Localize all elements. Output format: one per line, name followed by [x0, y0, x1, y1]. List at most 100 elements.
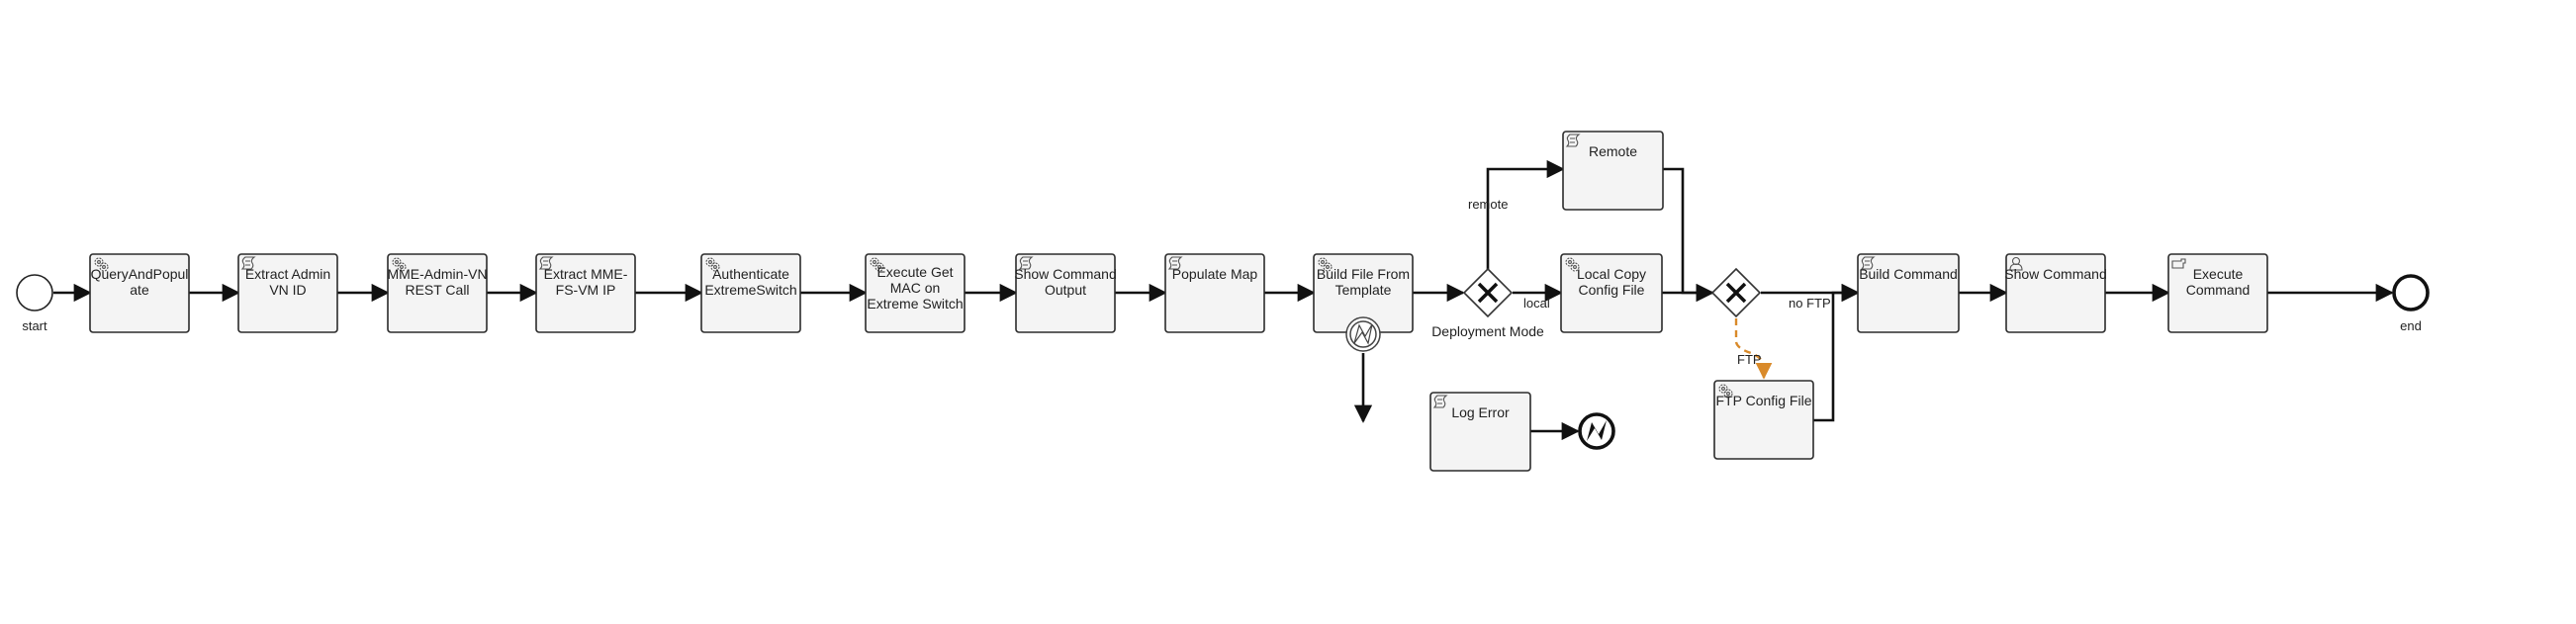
task-box	[1560, 253, 1663, 333]
script-task-icon	[1860, 256, 1876, 270]
exclusive-x-icon	[1477, 282, 1499, 304]
task-box	[700, 253, 801, 333]
task-label-line: Build File From	[1317, 266, 1410, 282]
service-task-icon	[1318, 257, 1333, 272]
task-box	[1015, 253, 1116, 333]
task-log-error[interactable]: Log Error	[1429, 392, 1531, 472]
start-event-circle	[16, 274, 53, 312]
task-box	[2167, 253, 2268, 333]
task-box	[387, 253, 488, 333]
service-task-icon	[1565, 257, 1580, 272]
user-task-icon	[2009, 256, 2023, 271]
exclusive-x-icon	[1725, 282, 1747, 304]
task-extract-mme-fs-vm-ip[interactable]: Extract MME-FS-VM IP	[535, 253, 636, 333]
end-event-label: end	[2400, 318, 2422, 333]
task-label-line: Extract Admin	[245, 266, 330, 282]
service-task-icon	[392, 257, 407, 272]
boundary-error-event[interactable]	[1345, 316, 1381, 352]
script-task-icon	[240, 256, 256, 270]
flow-gateway-to-remote[interactable]	[1486, 159, 1565, 269]
task-box	[237, 253, 338, 333]
task-label-line: Output	[1045, 282, 1086, 298]
error-end-event[interactable]	[1578, 412, 1615, 450]
task-box	[89, 253, 190, 333]
task-label-line: Execute	[2193, 266, 2244, 282]
end-event-circle	[2392, 274, 2430, 312]
task-label-line: Log Error	[1451, 404, 1510, 420]
start-event[interactable]	[16, 274, 53, 312]
script-task-icon	[1565, 134, 1581, 147]
task-label-line: Template	[1335, 282, 1392, 298]
manual-task-icon	[2171, 258, 2186, 269]
service-task-icon	[870, 257, 884, 272]
service-task-icon	[705, 257, 720, 272]
end-event[interactable]	[2392, 274, 2430, 312]
sequence-flows	[53, 159, 2394, 441]
task-label-line: Execute Get	[876, 264, 953, 280]
task-label-line: VN ID	[269, 282, 306, 298]
flow-label-no-ftp: no FTP	[1789, 296, 1831, 311]
task-box	[1857, 253, 1960, 333]
service-task-icon	[94, 257, 109, 272]
task-label-line: FS-VM IP	[556, 282, 616, 298]
task-label-line: Build Command	[1859, 266, 1958, 282]
task-box	[1429, 392, 1531, 472]
script-task-icon	[538, 256, 554, 270]
task-label-line: Show Command	[1014, 266, 1117, 282]
gateway-deployment-mode[interactable]	[1462, 267, 1514, 318]
flow-ftp-config-to-build-command[interactable]	[1813, 283, 1860, 422]
task-box	[865, 253, 966, 333]
task-label-line: ExtremeSwitch	[704, 282, 796, 298]
task-label-line: FTP Config File	[1716, 393, 1812, 408]
script-task-icon	[1167, 256, 1183, 270]
task-label-line: Remote	[1589, 143, 1637, 159]
task-label-line: Extreme Switch	[867, 296, 963, 312]
task-label-line: Local Copy	[1577, 266, 1646, 282]
task-show-command[interactable]: Show Command	[2004, 253, 2107, 333]
task-label-line: Populate Map	[1172, 266, 1258, 282]
task-label-line: ate	[130, 282, 149, 298]
service-task-icon	[1718, 384, 1733, 399]
script-task-icon	[1432, 395, 1448, 408]
flow-merge-to-ftp-config[interactable]	[1734, 318, 1773, 380]
task-label-line: Config File	[1579, 282, 1645, 298]
task-label-line: REST Call	[405, 282, 469, 298]
error-bolt-icon	[1587, 420, 1607, 441]
gateway-deployment-mode-label: Deployment Mode	[1431, 323, 1544, 339]
task-label-line: Command	[2186, 282, 2251, 298]
task-label-line: MME-Admin-VN	[387, 266, 487, 282]
flow-label-local: local	[1523, 296, 1550, 311]
task-remote[interactable]: Remote	[1562, 131, 1664, 211]
task-box	[1562, 131, 1664, 211]
task-label-line: Extract MME-	[544, 266, 628, 282]
task-box	[1164, 253, 1265, 333]
task-box	[2005, 253, 2106, 333]
task-label-line: Show Command	[2004, 266, 2107, 282]
flow-label-remote: remote	[1468, 197, 1508, 212]
task-build-command[interactable]: Build Command	[1857, 253, 1960, 333]
task-box	[1713, 380, 1814, 460]
gateway-ftp-decision[interactable]	[1710, 267, 1762, 318]
flow-label-ftp: FTP	[1737, 352, 1762, 367]
task-label-line: QueryAndPopul	[91, 266, 189, 282]
task-label-line: MAC on	[890, 280, 941, 296]
task-ftp-config-file[interactable]: FTP Config File	[1713, 380, 1814, 460]
task-populate-map[interactable]: Populate Map	[1164, 253, 1265, 333]
error-bolt-icon	[1353, 323, 1373, 345]
script-task-icon	[1018, 256, 1034, 270]
task-label-line: Authenticate	[712, 266, 789, 282]
flow-remote-to-merge[interactable]	[1663, 167, 1714, 303]
task-box	[535, 253, 636, 333]
start-event-label: start	[22, 318, 47, 333]
